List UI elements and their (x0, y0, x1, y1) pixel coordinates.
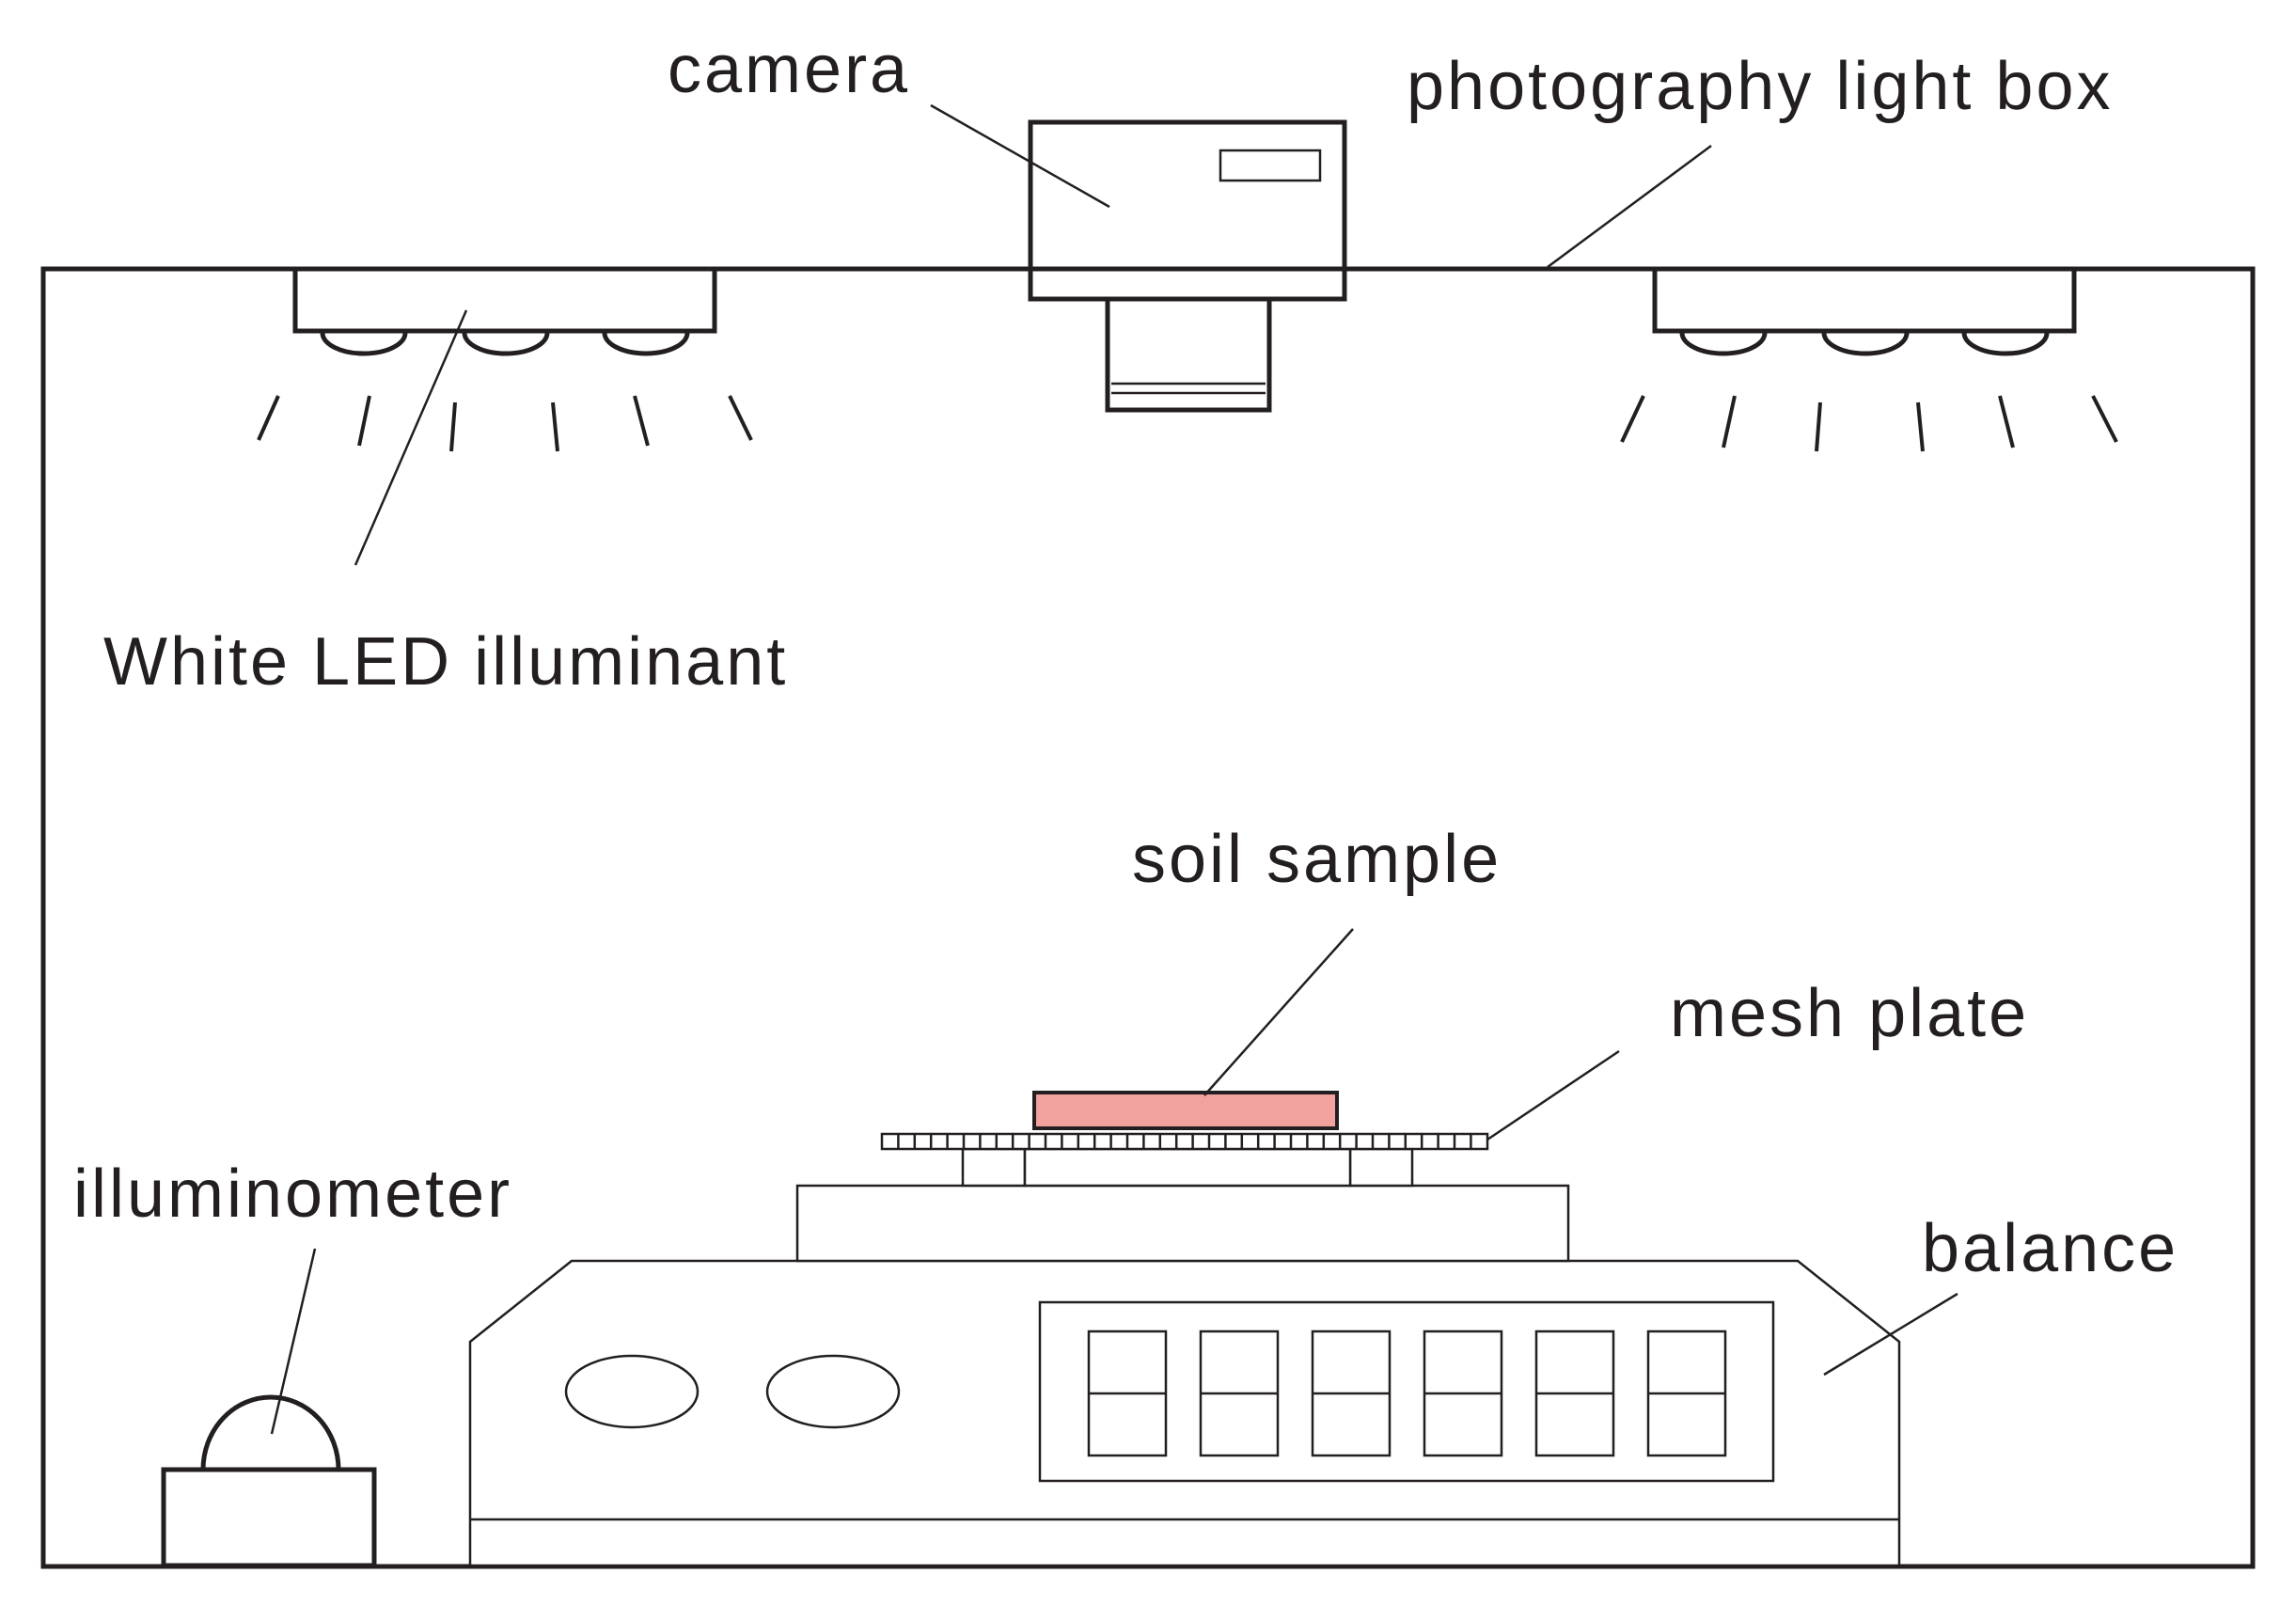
illuminometer (161, 1394, 377, 1568)
camera (1028, 119, 1347, 413)
leader-illuminometer (270, 1248, 317, 1435)
label-illuminometer: illuminometer (73, 1157, 512, 1232)
led-illuminant-left (257, 266, 753, 452)
balance-display (1038, 1300, 1775, 1483)
balance-display-digits (1087, 1330, 1727, 1457)
balance (468, 1259, 1901, 1567)
balance-button-left (564, 1354, 700, 1429)
balance-button-right (765, 1354, 901, 1429)
soil-sample (1032, 1091, 1339, 1130)
label-mesh-plate: mesh plate (1670, 976, 2029, 1051)
leader-led (354, 309, 468, 566)
label-camera: camera (668, 32, 910, 107)
led-illuminant-right (1620, 266, 2118, 452)
label-soil-sample: soil sample (1132, 822, 1502, 897)
leader-camera (930, 103, 1110, 209)
leader-soil-sample (1203, 928, 1354, 1096)
label-led: White LED illuminant (103, 624, 788, 700)
leader-mesh-plate (1486, 1049, 1620, 1141)
leader-balance (1823, 1292, 1958, 1377)
leader-lines (270, 103, 1958, 1435)
label-balance: balance (1922, 1211, 2178, 1286)
leader-light-box (1547, 144, 1712, 269)
label-light-box: photography light box (1407, 49, 2114, 124)
balance-pan (795, 1147, 1570, 1263)
mesh-plate (880, 1132, 1489, 1151)
